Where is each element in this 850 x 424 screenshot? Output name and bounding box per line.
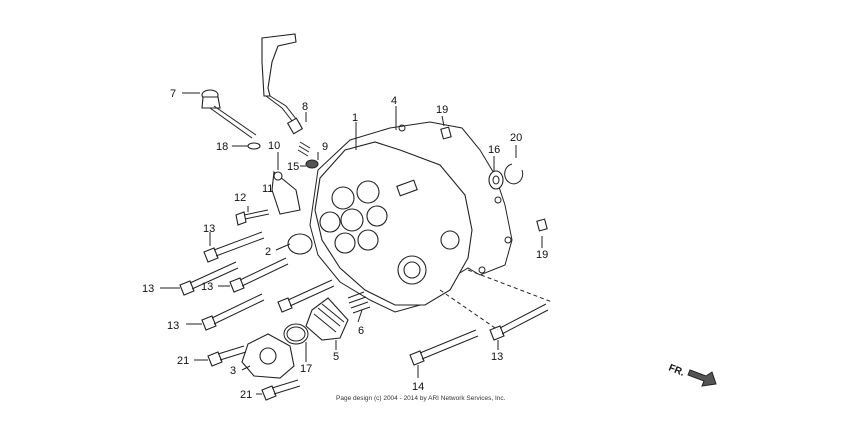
callout-21a: 21	[177, 355, 189, 367]
callout-3: 3	[230, 365, 236, 377]
callout-15: 15	[287, 161, 299, 173]
copyright-text: Page design (c) 2004 - 2014 by ARI Netwo…	[336, 395, 506, 402]
callout-12: 12	[234, 192, 246, 204]
callout-5: 5	[333, 351, 339, 363]
callout-2: 2	[265, 246, 271, 258]
long-bolt	[409, 329, 479, 366]
callout-11: 11	[262, 183, 273, 195]
bolt	[207, 345, 247, 367]
callout-18: 18	[216, 141, 228, 153]
shift-lever	[261, 33, 304, 135]
bolt	[179, 261, 239, 296]
cap-part	[287, 233, 313, 255]
callout-13e: 13	[491, 351, 503, 363]
callout-6: 6	[358, 325, 364, 337]
callout-13c: 13	[201, 281, 213, 293]
callout-17: 17	[300, 363, 312, 375]
callout-16: 16	[488, 144, 500, 156]
bolt	[201, 293, 265, 331]
bolt	[203, 231, 265, 263]
gasket	[309, 121, 513, 313]
front-direction-arrow: FR.	[667, 363, 717, 387]
filter-cover	[241, 333, 295, 379]
bolt	[489, 303, 549, 341]
callout-13b: 13	[142, 283, 154, 295]
callout-19b: 19	[536, 249, 548, 261]
bolt	[277, 279, 335, 313]
callouts: 1 2 3 4 5 6 7 8 9 10 11 12 13 13 13 13 1…	[142, 88, 548, 401]
callout-19a: 19	[436, 104, 448, 116]
callout-7: 7	[170, 88, 176, 100]
callout-8: 8	[302, 101, 308, 113]
bolt	[261, 379, 301, 401]
callout-1: 1	[352, 112, 358, 124]
callout-4: 4	[391, 95, 397, 107]
link-plate	[271, 170, 301, 215]
o-ring	[283, 323, 309, 345]
callout-13d: 13	[167, 320, 179, 332]
callout-20: 20	[510, 132, 522, 144]
callout-13a: 13	[203, 223, 215, 235]
crankcase-cover	[314, 141, 473, 306]
callout-14: 14	[412, 381, 424, 393]
callout-10: 10	[268, 140, 280, 152]
callout-21b: 21	[240, 389, 252, 401]
callout-9: 9	[322, 141, 328, 153]
oil-filter	[305, 297, 349, 341]
bolt	[229, 257, 289, 293]
direction-label: FR.	[667, 363, 686, 379]
dipstick	[201, 89, 257, 139]
